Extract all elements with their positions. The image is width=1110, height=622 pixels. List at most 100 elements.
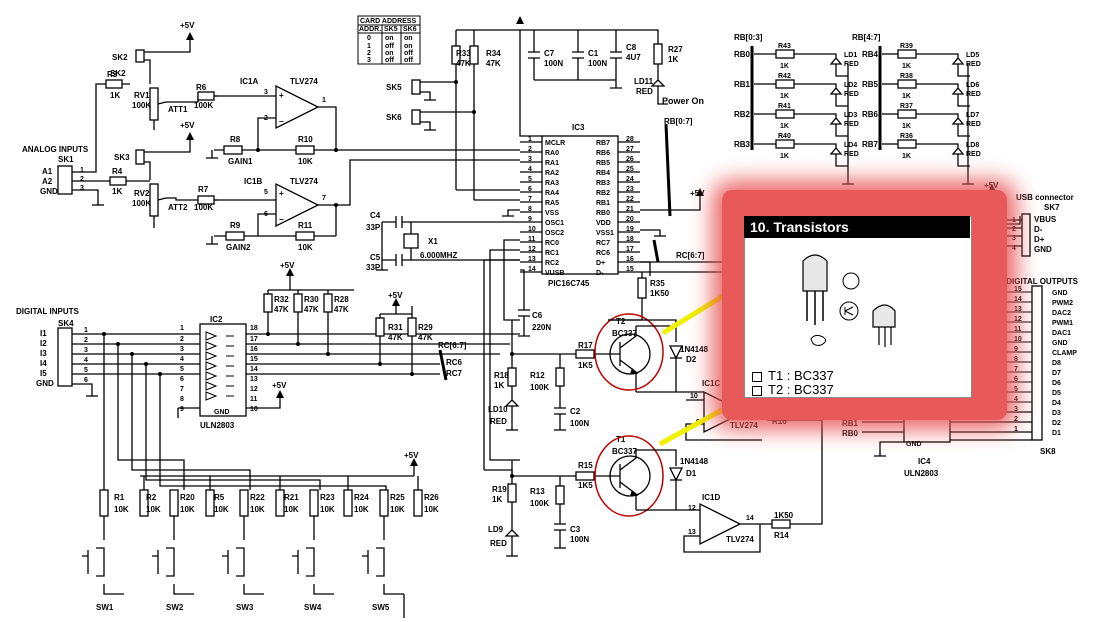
svg-text:10K: 10K <box>284 505 299 514</box>
svg-text:+: + <box>279 91 284 100</box>
svg-text:17: 17 <box>250 336 258 343</box>
svg-text:5: 5 <box>528 176 532 183</box>
svg-text:13: 13 <box>528 256 536 263</box>
svg-text:4: 4 <box>1012 245 1016 252</box>
svg-text:1: 1 <box>84 327 88 334</box>
svg-text:I4: I4 <box>40 359 47 368</box>
svg-text:RC[6:7]: RC[6:7] <box>676 251 705 260</box>
svg-text:1K: 1K <box>780 93 789 100</box>
svg-text:GND: GND <box>906 441 922 448</box>
svg-text:100K: 100K <box>530 499 549 508</box>
svg-text:RB0: RB0 <box>842 429 859 438</box>
svg-text:LD9: LD9 <box>488 525 504 534</box>
rb-label: RB6 <box>862 110 879 119</box>
svg-text:TLV274: TLV274 <box>730 421 758 430</box>
svg-text:RED: RED <box>966 121 981 128</box>
svg-text:1K: 1K <box>902 93 911 100</box>
svg-text:1N4148: 1N4148 <box>680 457 709 466</box>
svg-text:TLV274: TLV274 <box>726 535 754 544</box>
svg-text:14: 14 <box>250 366 258 373</box>
pic-pin-right: RC7 <box>596 240 610 247</box>
svg-text:13: 13 <box>1014 306 1022 313</box>
transistor-callout-panel <box>744 216 972 398</box>
svg-text:C8: C8 <box>626 43 637 52</box>
svg-text:+5V: +5V <box>280 261 295 270</box>
svg-text:GND: GND <box>214 409 230 416</box>
analog-input-section: ANALOG INPUTS SK1 A1 A2 GND 1 2 3 SK2 1K… <box>22 21 520 252</box>
usb-connector: USB connector SK7 +5V VBUS D- D+ GND 1 2… <box>984 181 1074 257</box>
output-pin-label: D4 <box>1052 400 1061 407</box>
svg-text:−: − <box>279 117 284 126</box>
pic-pin-left: RA3 <box>545 180 559 187</box>
svg-text:R31: R31 <box>388 323 403 332</box>
svg-text:R33: R33 <box>456 49 471 58</box>
svg-text:1K5: 1K5 <box>578 481 593 490</box>
svg-text:−: − <box>279 215 284 224</box>
pic-pin-right: RB2 <box>596 190 610 197</box>
svg-text:0: 0 <box>367 35 371 42</box>
pic-pin-left: OSC2 <box>545 230 564 237</box>
svg-text:C7: C7 <box>544 49 555 58</box>
svg-text:14: 14 <box>528 266 536 273</box>
svg-text:VBUS: VBUS <box>1034 215 1057 224</box>
svg-text:A2: A2 <box>42 177 53 186</box>
svg-text:R6: R6 <box>196 83 207 92</box>
svg-text:SK2: SK2 <box>112 53 128 62</box>
svg-text:10K: 10K <box>214 505 229 514</box>
svg-text:1K: 1K <box>902 123 911 130</box>
svg-text:LD1: LD1 <box>844 52 857 59</box>
pic-pin-labels: MCLR1RA02RA13RA24RA35RA46RA57VSS8OSC19OS… <box>520 136 640 277</box>
svg-text:1K: 1K <box>780 123 789 130</box>
svg-text:100K: 100K <box>132 199 151 208</box>
svg-text:RB[0:3]: RB[0:3] <box>734 33 763 42</box>
svg-text:10K: 10K <box>320 505 335 514</box>
svg-text:SW1: SW1 <box>96 603 114 612</box>
svg-text:R13: R13 <box>530 487 545 496</box>
svg-text:3: 3 <box>80 185 84 192</box>
svg-text:LD10: LD10 <box>488 405 508 414</box>
output-pin-label: D3 <box>1052 410 1061 417</box>
svg-text:100K: 100K <box>132 101 151 110</box>
pic-pin-left: RC1 <box>545 250 559 257</box>
svg-text:+5V: +5V <box>404 451 419 460</box>
svg-text:+5V: +5V <box>984 181 999 190</box>
svg-text:IC3: IC3 <box>572 123 585 132</box>
t2-highlight <box>594 313 664 391</box>
output-pin-label: DAC2 <box>1052 310 1071 317</box>
svg-text:R43: R43 <box>778 43 791 50</box>
svg-text:I2: I2 <box>40 339 47 348</box>
output-pin-label: D2 <box>1052 420 1061 427</box>
checkbox-icon <box>752 371 762 382</box>
pic-pin-right: RB6 <box>596 150 610 157</box>
svg-text:R32: R32 <box>274 295 289 304</box>
svg-text:R19: R19 <box>492 485 507 494</box>
svg-text:SK4: SK4 <box>58 319 74 328</box>
rb-label: RB1 <box>734 80 751 89</box>
svg-text:1K: 1K <box>492 495 502 504</box>
usb-connector-label: USB connector <box>1016 193 1074 202</box>
svg-text:R23: R23 <box>320 493 335 502</box>
svg-text:R8: R8 <box>230 135 241 144</box>
svg-text:R9: R9 <box>230 221 241 230</box>
svg-text:47K: 47K <box>418 333 433 342</box>
svg-text:2: 2 <box>180 336 184 343</box>
svg-text:1K50: 1K50 <box>774 511 794 520</box>
svg-text:23: 23 <box>626 186 634 193</box>
card-address-table: CARD ADDRESS ADDR. SK5 SK6 0 on on 1 off… <box>357 15 421 65</box>
svg-text:+5V: +5V <box>180 121 195 130</box>
svg-text:off: off <box>385 57 395 64</box>
svg-text:IC4: IC4 <box>918 457 931 466</box>
svg-text:+5V: +5V <box>272 381 287 390</box>
svg-text:10: 10 <box>528 226 536 233</box>
svg-text:10K: 10K <box>390 505 405 514</box>
svg-text:1K: 1K <box>112 187 122 196</box>
svg-text:2: 2 <box>528 146 532 153</box>
svg-text:R11: R11 <box>298 221 313 230</box>
svg-text:4: 4 <box>528 166 532 173</box>
svg-text:6: 6 <box>1014 376 1018 383</box>
pic-pin-right: D- <box>596 270 604 277</box>
svg-text:I5: I5 <box>40 369 47 378</box>
svg-text:10K: 10K <box>146 505 161 514</box>
svg-text:3: 3 <box>180 346 184 353</box>
